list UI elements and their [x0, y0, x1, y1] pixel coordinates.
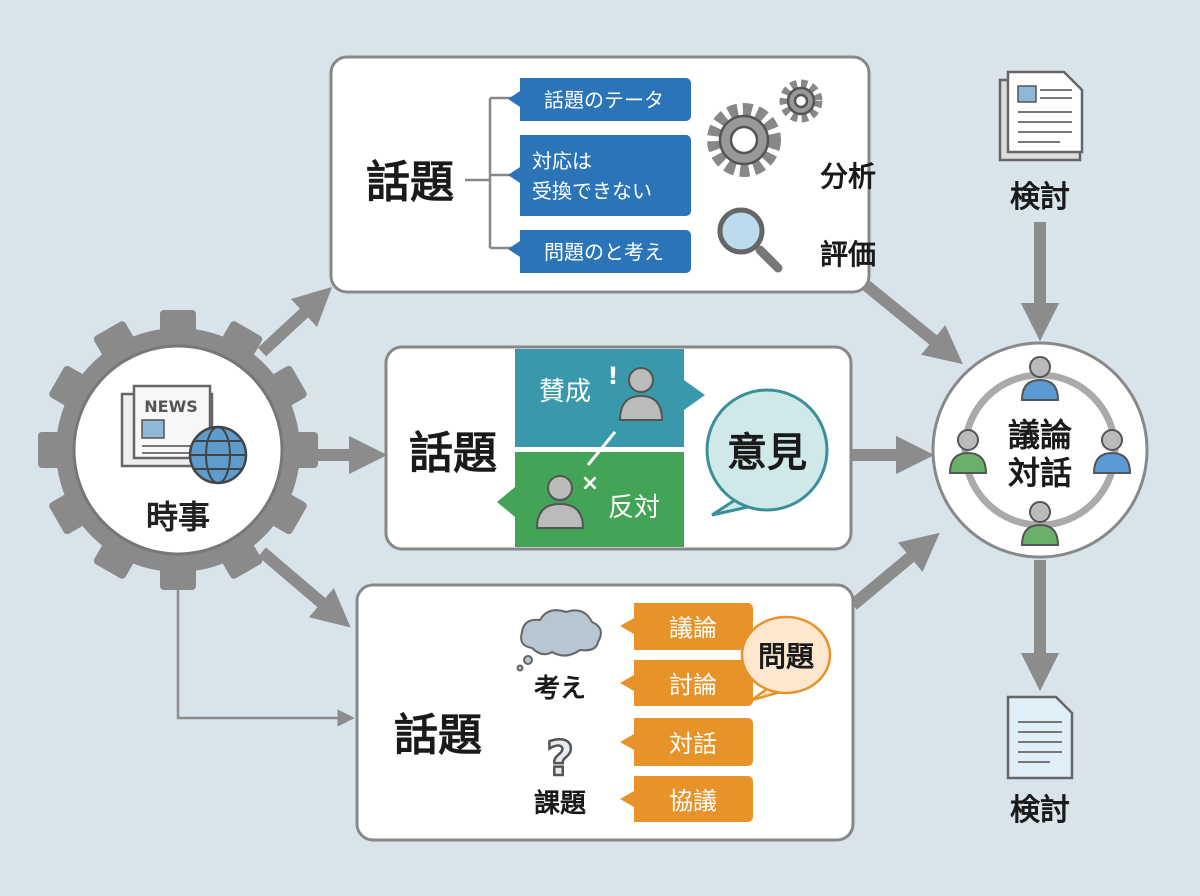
hub-person-top-icon — [1020, 356, 1060, 401]
flow-arrows — [257, 222, 1060, 692]
review-document-icon-bottom — [1006, 695, 1074, 780]
current-events-label: 時事 — [146, 498, 210, 536]
agree-person-icon — [618, 367, 664, 421]
tag-dialogue: 対話 — [620, 718, 753, 766]
opinion-speech-bubble: 意見 — [705, 388, 829, 517]
middle-topic-title: 話題 — [409, 428, 497, 479]
analysis-label: 分析 — [820, 160, 876, 193]
exclaim-mark: ! — [608, 362, 619, 390]
review-document-icon-top — [998, 70, 1084, 162]
svg-text:対話: 対話 — [669, 730, 717, 758]
svg-text:問題: 問題 — [758, 640, 815, 673]
tag-consultation: 協議 — [620, 776, 753, 822]
arrow-to-top-box — [257, 286, 333, 357]
svg-text:対応は: 対応は — [532, 149, 592, 173]
svg-text:討論: 討論 — [669, 671, 717, 699]
hub-person-bottom-icon — [1020, 501, 1060, 546]
issue-label: 課題 — [534, 788, 587, 819]
hub-person-left-icon — [948, 429, 988, 474]
thin-connector-arrow — [176, 588, 355, 727]
disagree-person-icon — [535, 475, 585, 529]
evaluation-label: 評価 — [820, 238, 876, 271]
gear-tooth — [160, 550, 196, 590]
svg-text:意見: 意見 — [727, 430, 807, 476]
gear-tooth — [38, 432, 78, 468]
tag-debate: 討論 — [620, 660, 753, 706]
tag-discussion: 議論 — [620, 603, 753, 650]
agree-panel — [515, 349, 684, 447]
gears-icon — [707, 79, 823, 177]
svg-text:問題のと考え: 問題のと考え — [544, 240, 664, 264]
arrow-to-bottom-box — [258, 547, 351, 628]
gear-tooth — [278, 432, 318, 468]
thought-label: 考え — [534, 674, 586, 704]
cross-mark: × — [581, 471, 599, 496]
review-label-bottom: 検討 — [1010, 793, 1070, 828]
agree-label: 賛成 — [539, 377, 591, 407]
hub-label-line1: 議論 — [1008, 416, 1072, 454]
tag-response: 対応は 受換できない — [508, 135, 691, 216]
svg-text:議論: 議論 — [669, 614, 717, 642]
tag-topic-data: 話題のテータ — [508, 78, 691, 121]
review-label-top: 検討 — [1010, 180, 1070, 215]
svg-text:受換できない: 受換できない — [532, 179, 652, 203]
hub-person-right-icon — [1092, 429, 1132, 474]
arrow-top-to-hub — [858, 277, 963, 365]
thought-cloud-icon — [516, 609, 602, 672]
svg-text:協議: 協議 — [669, 787, 717, 815]
disagree-label: 反対 — [608, 493, 660, 523]
tag-problem-thoughts: 問題のと考え — [508, 230, 691, 273]
svg-text:話題のテータ: 話題のテータ — [544, 88, 664, 112]
question-mark-icon: ? — [546, 731, 574, 787]
hub-label-line2: 対話 — [1008, 454, 1072, 492]
globe-icon — [188, 425, 248, 485]
problem-speech-bubble: 問題 — [740, 615, 832, 702]
arrow-bottom-to-hub — [849, 532, 940, 610]
top-bracket — [465, 96, 512, 250]
gear-tooth — [160, 310, 196, 350]
bottom-topic-title: 話題 — [394, 710, 482, 761]
disagree-panel — [515, 452, 684, 547]
divider-slash — [586, 431, 617, 466]
top-topic-title: 話題 — [366, 157, 454, 208]
svg-text:NEWS: NEWS — [144, 397, 198, 416]
magnifier-icon — [717, 207, 783, 273]
